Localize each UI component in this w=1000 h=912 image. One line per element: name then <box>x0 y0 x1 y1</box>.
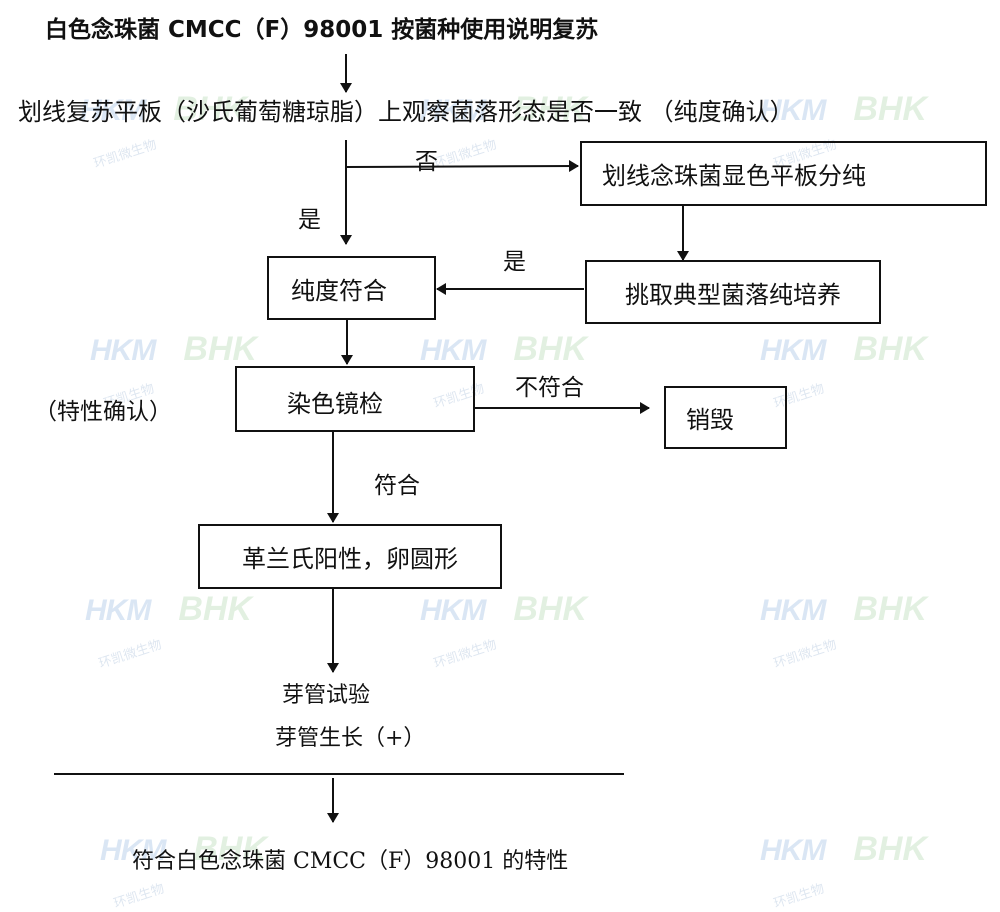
box-pick-colony: 挑取典型菌落纯培养 <box>585 260 881 324</box>
box-pick-colony-label: 挑取典型菌落纯培养 <box>625 280 841 309</box>
box-destroy-label: 销毁 <box>686 406 734 434</box>
label-conform: 符合 <box>374 473 420 499</box>
box-chromogenic-plate: 划线念珠菌显色平板分纯 <box>580 141 987 206</box>
flow-title: 白色念珠菌 CMCC（F）98001 按菌种使用说明复苏 <box>45 17 599 43</box>
box-gram-positive-label: 革兰氏阳性，卵圆形 <box>242 545 458 573</box>
flow-connectors <box>54 54 689 823</box>
label-not-conform: 不符合 <box>515 375 584 401</box>
conclusion: 符合白色念珠菌 CMCC（F）98001 的特性 <box>132 849 569 874</box>
box-purity-ok: 纯度符合 <box>267 256 436 320</box>
label-no: 否 <box>415 149 438 175</box>
label-yes-left: 是 <box>503 249 526 275</box>
box-gram-positive: 革兰氏阳性，卵圆形 <box>198 524 502 589</box>
germ-tube-result: 芽管生长（+） <box>275 726 426 751</box>
step-streak-plate: 划线复苏平板（沙氏葡萄糖琼脂）上观察菌落形态是否一致 （纯度确认） <box>18 98 794 126</box>
box-stain-microscopy: 染色镜检 <box>235 366 475 432</box>
side-label-identity-confirm: （特性确认） <box>34 399 172 425</box>
label-yes-down: 是 <box>298 207 321 233</box>
box-purity-ok-label: 纯度符合 <box>291 276 387 305</box>
arrow-no-to-chromogenic <box>345 160 579 173</box>
box-chromogenic-plate-label: 划线念珠菌显色平板分纯 <box>602 162 866 190</box>
box-destroy: 销毁 <box>664 386 787 449</box>
germ-tube-test: 芽管试验 <box>282 683 371 708</box>
box-stain-microscopy-label: 染色镜检 <box>287 390 383 418</box>
